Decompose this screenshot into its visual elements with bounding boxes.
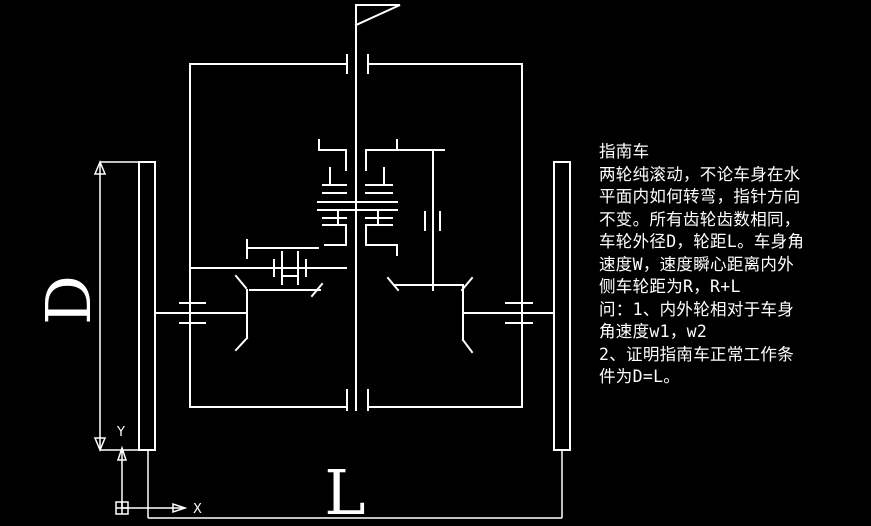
note-line: 角速度w1，w2 <box>599 322 708 341</box>
note-line: 侧车轮距为R，R+L <box>599 277 741 296</box>
central-shaft <box>346 4 369 411</box>
dimension-l <box>147 450 563 519</box>
note-question-1: 问：1、内外轮相对于车身 <box>599 299 795 319</box>
dimension-l-label: L <box>324 456 365 526</box>
dimension-d-label: D <box>32 275 105 325</box>
axis-x-label: X <box>193 502 202 517</box>
note-line: 平面内如何转弯，指针方向 <box>599 187 801 206</box>
outer-frame <box>189 63 523 408</box>
note-title: 指南车 <box>599 142 650 161</box>
ucs-axis-icon <box>115 445 188 515</box>
note-line: 车轮外径D，轮距L。车身角 <box>599 232 805 251</box>
note-line: 速度W，速度瞬心距离内外 <box>599 254 795 274</box>
note-line: 不变。所有齿轮齿数相同， <box>599 209 801 229</box>
left-transmission <box>154 239 347 352</box>
dimension-d <box>93 160 139 452</box>
left-wheel <box>138 161 156 451</box>
pointer-flag <box>354 4 401 27</box>
note-question-2: 2、证明指南车正常工作条 <box>599 344 795 364</box>
right-transmission <box>386 276 555 354</box>
note-line: 两轮纯滚动，不论车身在水 <box>599 164 801 184</box>
axis-y-label: Y <box>116 425 125 440</box>
central-gear-cluster <box>317 139 445 291</box>
right-wheel <box>553 161 571 451</box>
problem-statement: 指南车 两轮纯滚动，不论车身在水 平面内如何转弯，指针方向 不变。所有齿轮齿数相… <box>599 141 861 389</box>
note-line: 件为D=L。 <box>599 367 681 386</box>
